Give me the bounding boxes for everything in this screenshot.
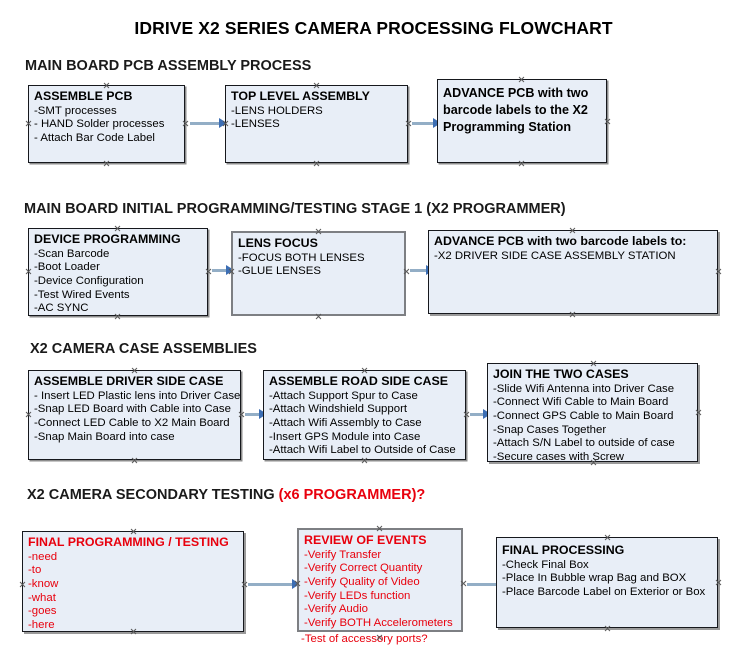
- box-title: DEVICE PROGRAMMING: [34, 232, 181, 246]
- box-line: -Verify Transfer: [304, 548, 382, 561]
- box-line: -Attach Windshield Support: [269, 403, 408, 416]
- box-title: FINAL PROCESSING: [502, 543, 625, 557]
- section-heading-text: X2 CAMERA CASE ASSEMBLIES: [30, 341, 257, 357]
- process-box-device-programming[interactable]: DEVICE PROGRAMMING -Scan Barcode -Boot L…: [28, 228, 208, 316]
- box-line: - HAND Solder processes: [34, 118, 165, 131]
- process-box-advance-pcb-programming-station[interactable]: ADVANCE PCB with two barcode labels to t…: [437, 79, 607, 163]
- box-line: -Verify Correct Quantity: [304, 562, 423, 575]
- section-heading-initial-programming: MAIN BOARD INITIAL PROGRAMMING/TESTING S…: [24, 201, 566, 217]
- box-line: -AC SYNC: [34, 302, 89, 315]
- box-line: -Verify BOTH Accelerometers: [304, 617, 453, 630]
- box-line: -Place In Bubble wrap Bag and BOX: [502, 572, 687, 585]
- box-line: -GLUE LENSES: [238, 265, 321, 278]
- box-line: -Secure cases with Screw: [493, 451, 625, 464]
- box-line: -FOCUS BOTH LENSES: [238, 251, 365, 264]
- box-title: ASSEMBLE PCB: [34, 89, 133, 103]
- box-title: REVIEW OF EVENTS: [304, 533, 427, 547]
- box-line: -know: [28, 578, 59, 590]
- connector-arrow: [412, 122, 437, 125]
- box-line: -Attach Wifi Assembly to Case: [269, 417, 422, 429]
- connector-arrow: [245, 413, 263, 416]
- box-line: -need: [28, 550, 58, 563]
- arrowhead-icon: [226, 265, 234, 275]
- section-heading-text: MAIN BOARD PCB ASSEMBLY PROCESS: [25, 58, 312, 74]
- process-box-final-processing[interactable]: FINAL PROCESSING -Check Final Box -Place…: [496, 537, 718, 628]
- box-title: ADVANCE PCB with two barcode labels to:: [434, 234, 687, 248]
- process-box-final-programming-testing[interactable]: FINAL PROGRAMMING / TESTING -need -to -k…: [22, 531, 244, 632]
- arrowhead-icon: [219, 118, 227, 128]
- connector-arrow: [410, 269, 430, 272]
- box-line: - Insert LED Plastic lens into Driver Ca…: [34, 389, 241, 402]
- box-line: - Attach Bar Code Label: [34, 132, 155, 144]
- connector-arrow: [467, 583, 509, 586]
- section-heading-text: X2 CAMERA SECONDARY TESTING: [27, 487, 279, 503]
- box-line: -X2 DRIVER SIDE CASE ASSEMBLY STATION: [434, 249, 676, 262]
- connector-arrow: [212, 269, 230, 272]
- box-line: -LENS HOLDERS: [231, 104, 323, 117]
- process-box-advance-pcb-driver-side[interactable]: ADVANCE PCB with two barcode labels to: …: [428, 230, 718, 314]
- box-line: -Attach S/N Label to outside of case: [493, 437, 675, 450]
- box-line: -Verify Quality of Video: [304, 576, 420, 588]
- process-box-assemble-pcb[interactable]: ASSEMBLE PCB -SMT processes - HAND Solde…: [28, 85, 185, 163]
- section-heading-secondary-testing: X2 CAMERA SECONDARY TESTING (x6 PROGRAMM…: [27, 487, 425, 503]
- box-line: -what: [28, 591, 56, 604]
- box-line: -Device Configuration: [34, 275, 144, 287]
- box-line: -LENSES: [231, 118, 280, 131]
- box-line: -Attach Support Spur to Case: [269, 389, 418, 402]
- box-line: -Snap LED Board with Cable into Case: [34, 403, 231, 416]
- box-line: -Test Wired Events: [34, 288, 130, 301]
- box-line: -Connect GPS Cable to Main Board: [493, 410, 674, 422]
- connector-arrow: [190, 122, 222, 125]
- box-line: -goes: [28, 605, 57, 618]
- box-title: ASSEMBLE ROAD SIDE CASE: [269, 374, 448, 388]
- box-line: -Boot Loader: [34, 261, 100, 274]
- box-line: -Verify Audio: [304, 603, 368, 616]
- box-title: LENS FOCUS: [238, 236, 318, 250]
- box-title: JOIN THE TWO CASES: [493, 367, 629, 381]
- box-title: TOP LEVEL ASSEMBLY: [231, 89, 370, 103]
- box-line: -Check Final Box: [502, 558, 589, 571]
- box-line: -Scan Barcode: [34, 247, 110, 260]
- arrowhead-icon: [292, 579, 300, 589]
- box-line: -Attach Wifi Label to Outside of Case: [269, 444, 456, 457]
- section-heading-pcb-assembly: MAIN BOARD PCB ASSEMBLY PROCESS: [25, 58, 311, 74]
- process-box-review-of-events[interactable]: REVIEW OF EVENTS -Verify Transfer -Verif…: [297, 528, 463, 632]
- box-line: -here: [28, 619, 55, 632]
- section-heading-text: MAIN BOARD INITIAL PROGRAMMING/TESTING S…: [24, 201, 566, 217]
- process-box-join-the-two-cases[interactable]: JOIN THE TWO CASES -Slide Wifi Antenna i…: [487, 363, 698, 464]
- box-overflow-line: -Test of accessory ports?: [301, 633, 428, 645]
- box-line: -SMT processes: [34, 104, 117, 117]
- connector-arrow: [248, 583, 296, 586]
- box-title: FINAL PROGRAMMING / TESTING: [28, 535, 229, 549]
- box-line: -Place Barcode Label on Exterior or Box: [502, 586, 706, 598]
- box-line: -Slide Wifi Antenna into Driver Case: [493, 382, 675, 395]
- box-title: ADVANCE PCB with two barcode labels to t…: [443, 86, 589, 134]
- box-line: -Insert GPS Module into Case: [269, 430, 421, 443]
- process-box-lens-focus[interactable]: LENS FOCUS -FOCUS BOTH LENSES -GLUE LENS…: [231, 231, 406, 316]
- page-title: IDRIVE X2 SERIES CAMERA PROCESSING FLOWC…: [134, 18, 613, 38]
- section-heading-accent: (x6 PROGRAMMER)?: [278, 487, 426, 503]
- box-title: ASSEMBLE DRIVER SIDE CASE: [34, 374, 224, 388]
- process-box-top-level-assembly[interactable]: TOP LEVEL ASSEMBLY -LENS HOLDERS -LENSES: [225, 85, 408, 163]
- process-box-assemble-road-side-case[interactable]: ASSEMBLE ROAD SIDE CASE -Attach Support …: [263, 370, 466, 460]
- box-line: -Connect Wifi Cable to Main Board: [493, 396, 669, 409]
- connector-arrow: [470, 413, 487, 416]
- box-line: -to: [28, 564, 42, 577]
- box-line: -Snap Main Board into case: [34, 430, 175, 443]
- process-box-assemble-driver-side-case[interactable]: ASSEMBLE DRIVER SIDE CASE - Insert LED P…: [28, 370, 241, 460]
- section-heading-case-assemblies: X2 CAMERA CASE ASSEMBLIES: [30, 341, 257, 357]
- box-line: -Snap Cases Together: [493, 423, 607, 436]
- box-line: -Connect LED Cable to X2 Main Board: [34, 417, 230, 429]
- box-line: -Verify LEDs function: [304, 589, 411, 602]
